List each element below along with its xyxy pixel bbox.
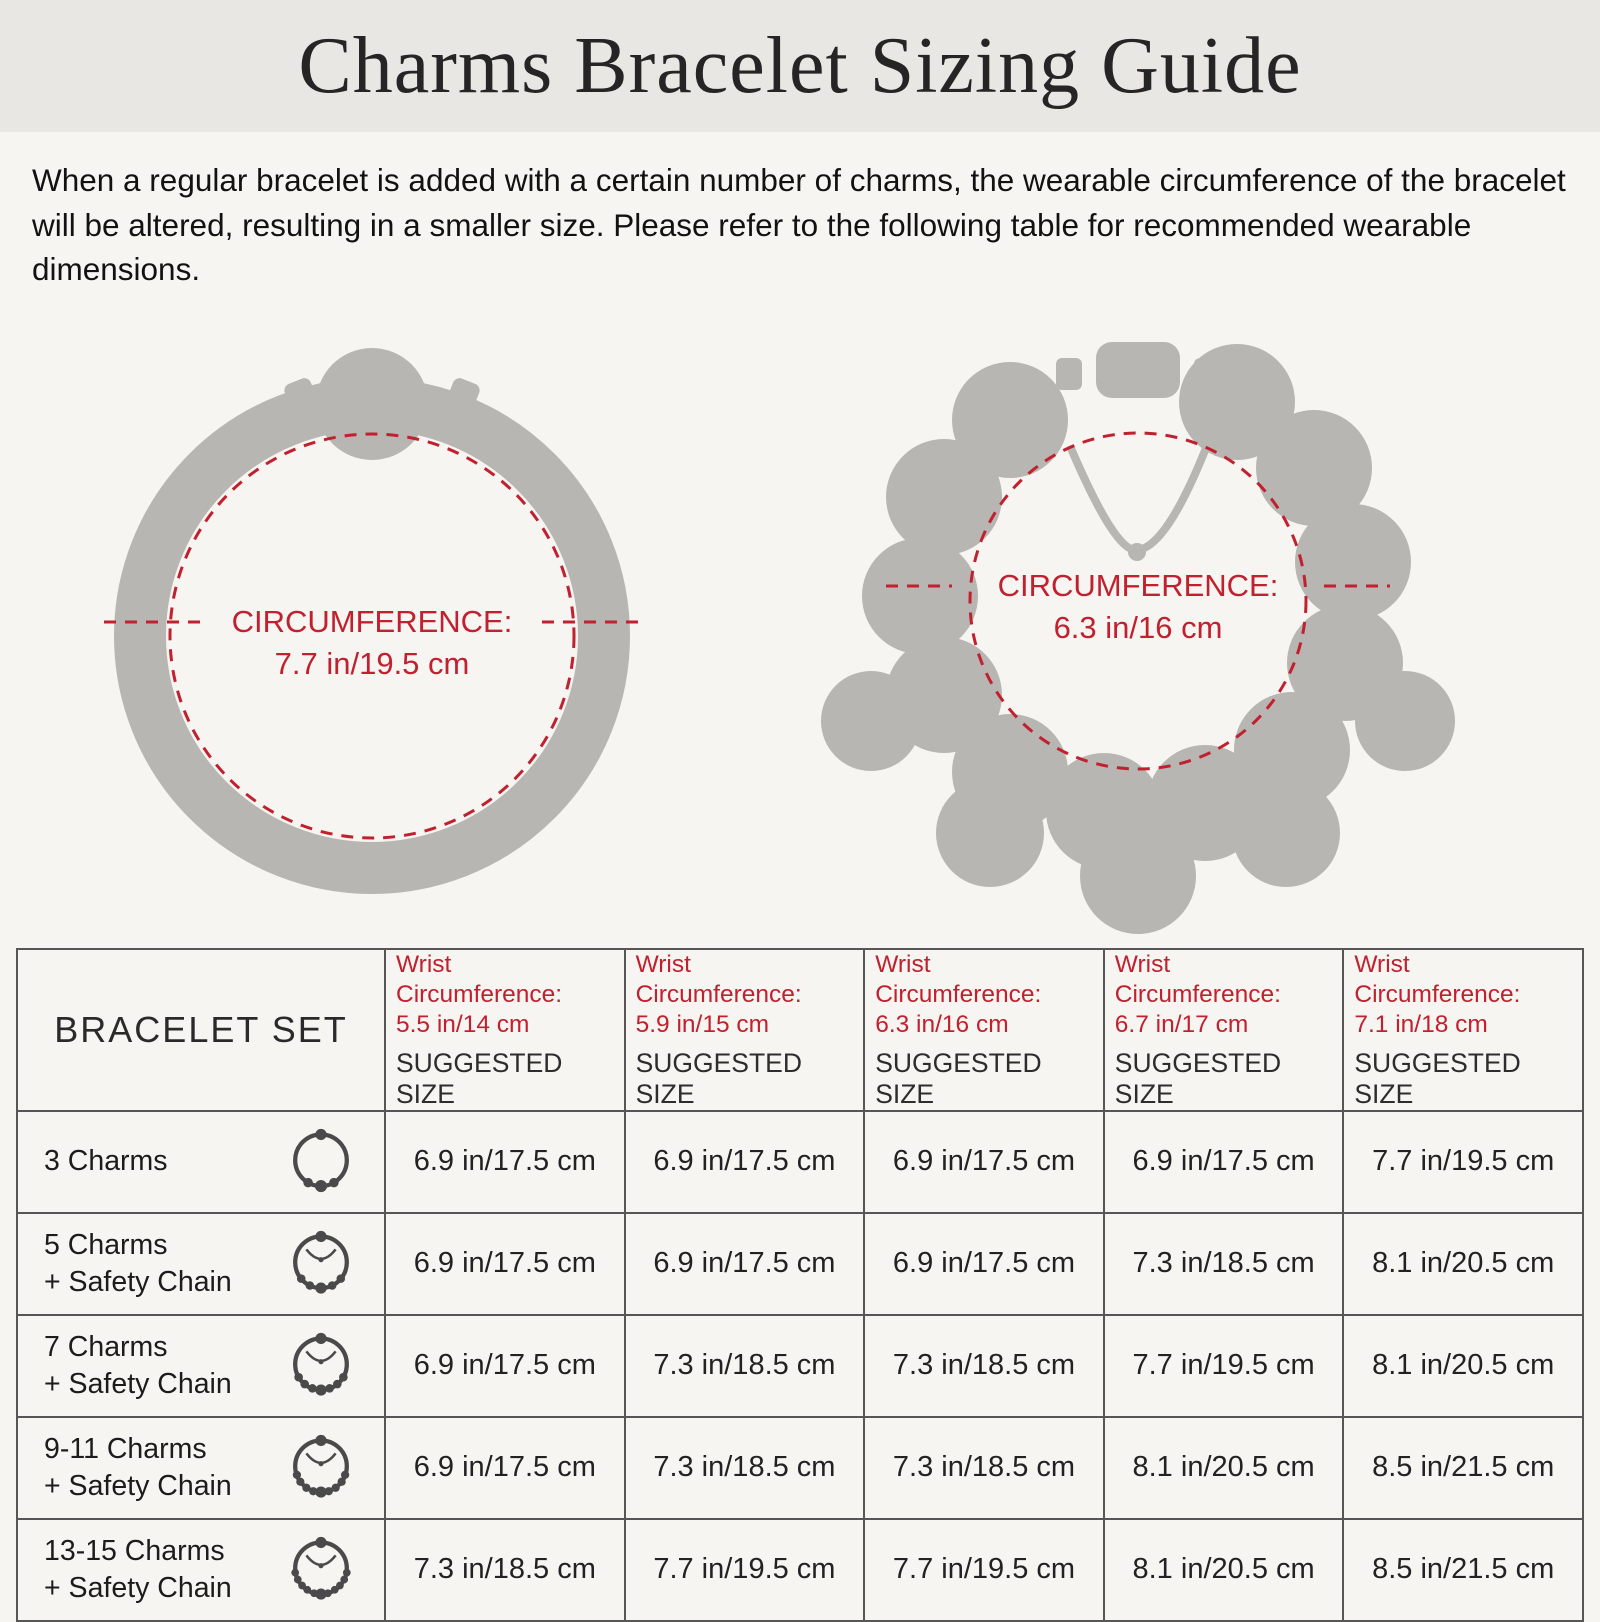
suggested-size-label: SUGGESTED SIZE [635, 1047, 802, 1109]
circumference-caption-line2: 6.3 in/16 cm [1054, 610, 1223, 645]
figures-row: CIRCUMFERENCE: 7.7 in/19.5 cm [0, 296, 1600, 946]
size-cell: 6.9 in/17.5 cm [863, 1109, 1105, 1214]
suggested-size-label: SUGGESTED SIZE [1354, 1047, 1521, 1109]
set-label: 7 Charms + Safety Chain [44, 1330, 232, 1400]
wrist-column-header: Wrist Circumference: 5.9 in/15 cm SUGGES… [623, 948, 866, 1112]
table-row: 3 Charms 6.9 in/17.5 cm 6.9 in/17.5 cm 6… [16, 1109, 1584, 1214]
suggested-size-label: SUGGESTED SIZE [875, 1047, 1042, 1109]
charm-beads-icon [821, 344, 1455, 935]
suggested-size-label: SUGGESTED SIZE [1114, 1047, 1282, 1109]
wrist-circumference-value: 5.9 in/15 cm [635, 1010, 770, 1038]
size-cell: 7.3 in/18.5 cm [1102, 1211, 1345, 1316]
wrist-circumference-value: 5.5 in/14 cm [396, 1010, 530, 1038]
set-label: 5 Charms + Safety Chain [44, 1228, 232, 1298]
size-cell: 8.1 in/20.5 cm [1342, 1211, 1584, 1316]
bracelet-7-charms-safety-chain-icon [293, 1332, 349, 1396]
wrist-circumference-value: 6.3 in/16 cm [875, 1010, 1009, 1038]
bracelet-9-11-charms-safety-chain-icon [292, 1434, 350, 1498]
wrist-circumference-label: Wrist Circumference: [396, 951, 563, 1009]
bracelet-set-cell: 13-15 Charms + Safety Chain [16, 1517, 386, 1622]
wrist-circumference-value: 6.7 in/17 cm [1114, 1010, 1249, 1038]
size-cell: 7.7 in/19.5 cm [1342, 1109, 1584, 1214]
size-cell: 7.3 in/18.5 cm [623, 1313, 866, 1418]
size-cell: 6.9 in/17.5 cm [863, 1211, 1105, 1316]
bracelet-set-cell: 3 Charms [16, 1109, 386, 1214]
barrel-clasp-icon [1096, 342, 1180, 399]
table-row: 5 Charms + Safety Chain [16, 1211, 1584, 1316]
size-cell: 8.1 in/20.5 cm [1342, 1313, 1584, 1418]
page-title: Charms Bracelet Sizing Guide [298, 21, 1302, 110]
safety-chain-clasp-icon [1128, 543, 1146, 562]
size-cell: 8.5 in/21.5 cm [1342, 1517, 1584, 1622]
header-row: BRACELET SET Wrist Circumference: 5.5 in… [16, 948, 1584, 1112]
size-cell: 7.3 in/18.5 cm [863, 1415, 1105, 1520]
dashed-circumference-circle [168, 432, 576, 840]
wrist-circumference-value: 7.1 in/18 cm [1354, 1010, 1488, 1038]
wrist-circumference-label: Wrist Circumference: [875, 951, 1042, 1009]
bracelet-3-charms-icon [293, 1128, 349, 1192]
size-cell: 6.9 in/17.5 cm [384, 1109, 626, 1214]
size-cell: 8.1 in/20.5 cm [1102, 1415, 1345, 1520]
clasp-connector-icon [1056, 358, 1082, 391]
size-cell: 7.7 in/19.5 cm [1102, 1313, 1345, 1418]
bracelet-set-cell: 9-11 Charms + Safety Chain [16, 1415, 386, 1520]
wrist-column-header: Wrist Circumference: 6.3 in/16 cm SUGGES… [863, 948, 1105, 1112]
set-label: 9-11 Charms + Safety Chain [44, 1432, 232, 1502]
wrist-circumference-label: Wrist Circumference: [1354, 951, 1521, 1009]
size-cell: 8.5 in/21.5 cm [1342, 1415, 1584, 1520]
charm-bracelet-figure: CIRCUMFERENCE: 6.3 in/16 cm [821, 342, 1455, 935]
set-label: 13-15 Charms + Safety Chain [44, 1534, 232, 1604]
size-cell: 8.1 in/20.5 cm [1102, 1517, 1345, 1622]
size-cell: 7.3 in/18.5 cm [863, 1313, 1105, 1418]
size-cell: 7.7 in/19.5 cm [623, 1517, 866, 1622]
clasp-connector-icon [444, 378, 480, 418]
bracelet-13-15-charms-safety-chain-icon [291, 1536, 351, 1600]
table-row: 7 Charms + Safety Chain [16, 1313, 1584, 1418]
table-row: 9-11 Charms + Safety Chain [16, 1415, 1584, 1520]
clasp-connector-icon [1194, 358, 1220, 391]
circumference-caption-line1: CIRCUMFERENCE: [998, 568, 1279, 603]
wrist-column-header: Wrist Circumference: 6.7 in/17 cm SUGGES… [1102, 948, 1345, 1112]
bracelet-set-header: BRACELET SET [16, 948, 386, 1112]
safety-chain-icon [1066, 444, 1210, 555]
size-cell: 6.9 in/17.5 cm [384, 1313, 626, 1418]
title-band: Charms Bracelet Sizing Guide [0, 0, 1600, 132]
size-cell: 7.3 in/18.5 cm [623, 1415, 866, 1520]
bracelet-set-cell: 5 Charms + Safety Chain [16, 1211, 386, 1316]
table-row: 13-15 Charms + Safety Chain [16, 1517, 1584, 1622]
size-cell: 7.7 in/19.5 cm [863, 1517, 1105, 1622]
set-label: 3 Charms [44, 1145, 168, 1178]
wrist-column-header: Wrist Circumference: 7.1 in/18 cm SUGGES… [1342, 948, 1584, 1112]
bracelet-set-cell: 7 Charms + Safety Chain [16, 1313, 386, 1418]
plain-bracelet-figure: CIRCUMFERENCE: 7.7 in/19.5 cm [104, 348, 640, 895]
size-cell: 7.3 in/18.5 cm [384, 1517, 626, 1622]
size-cell: 6.9 in/17.5 cm [1102, 1109, 1345, 1214]
wrist-column-header: Wrist Circumference: 5.5 in/14 cm SUGGES… [384, 948, 626, 1112]
circumference-caption-line1: CIRCUMFERENCE: [232, 604, 513, 639]
size-cell: 6.9 in/17.5 cm [623, 1109, 866, 1214]
size-cell: 6.9 in/17.5 cm [623, 1211, 866, 1316]
size-cell: 6.9 in/17.5 cm [384, 1415, 626, 1520]
wrist-circumference-label: Wrist Circumference: [1114, 951, 1281, 1009]
sizing-table: BRACELET SET Wrist Circumference: 5.5 in… [16, 948, 1584, 1622]
size-cell: 6.9 in/17.5 cm [384, 1211, 626, 1316]
intro-text: When a regular bracelet is added with a … [32, 162, 1566, 288]
wrist-circumference-label: Wrist Circumference: [635, 951, 802, 1009]
dashed-circumference-circle [968, 431, 1308, 771]
bracelet-5-charms-safety-chain-icon [293, 1230, 349, 1294]
clasp-ball-icon [316, 348, 428, 461]
sizing-table-wrap: BRACELET SET Wrist Circumference: 5.5 in… [16, 948, 1584, 1622]
circumference-caption-line2: 7.7 in/19.5 cm [275, 646, 470, 681]
clasp-connector-icon [284, 378, 320, 418]
suggested-size-label: SUGGESTED SIZE [396, 1047, 563, 1109]
